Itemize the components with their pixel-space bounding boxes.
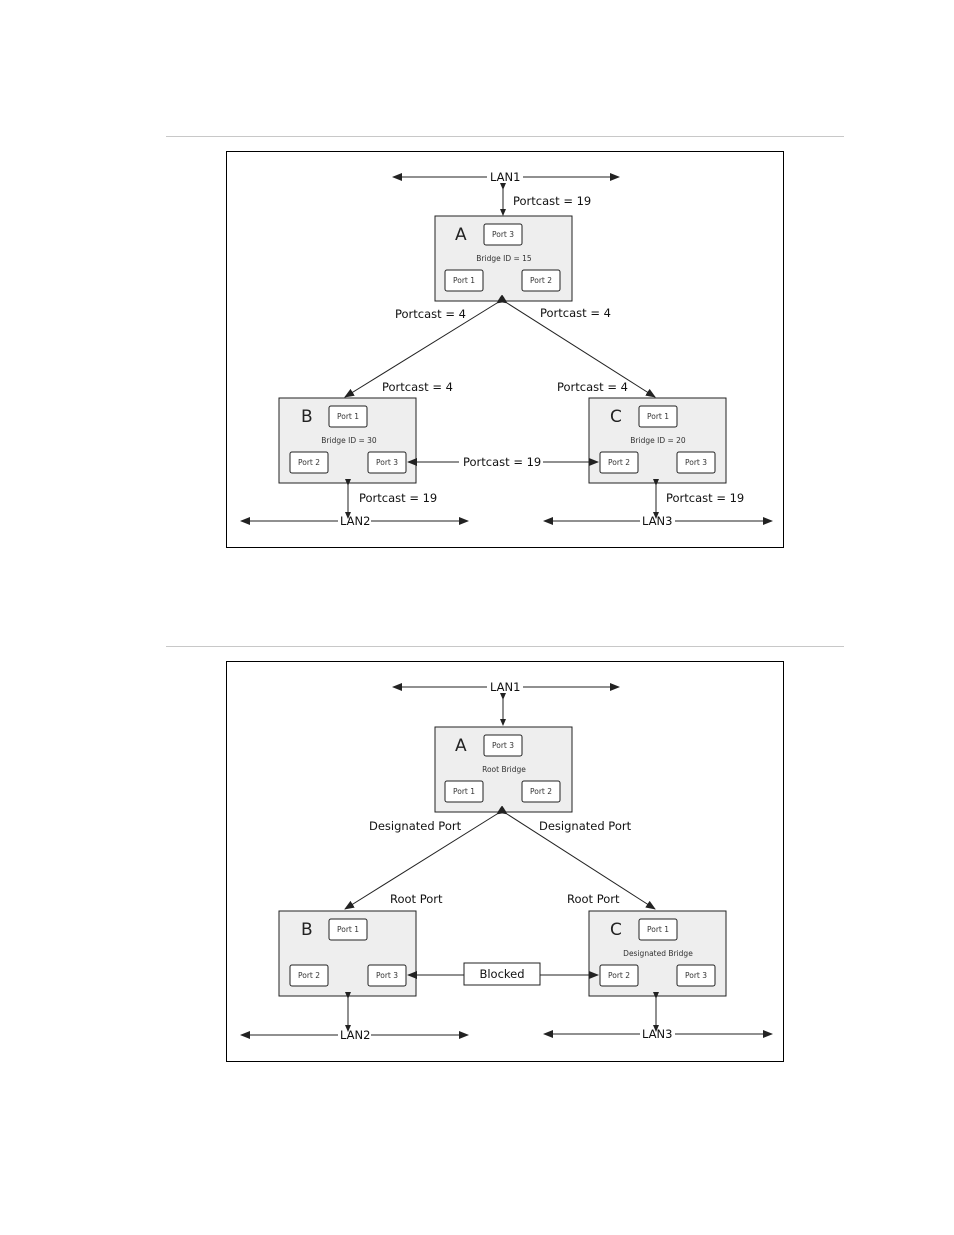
link-a-b [344,805,507,910]
designated-port-left: Designated Port [369,819,462,833]
bridge-b-port-top-label: Port 1 [337,925,359,934]
bridge-b-port-left-label: Port 2 [298,458,320,467]
cost-lan1-a: Portcast = 19 [513,194,591,208]
bridge-b-port-right-label: Port 3 [376,971,398,980]
bridge-c-port-top-label: Port 1 [647,925,669,934]
lan1-label: LAN1 [490,170,520,184]
bridge-b-port-top-label: Port 1 [337,412,359,421]
bridge-b-port-top [328,405,368,428]
lan3-label: LAN3 [642,1027,672,1041]
blocked-label: Blocked [479,967,524,981]
bridge-b-name: B [301,920,313,940]
bridge-b-port-left-label: Port 2 [298,971,320,980]
bridge-a-port-right [521,269,561,292]
bridge-c-port-left [599,451,639,474]
bridge-a-port-left-label: Port 1 [453,787,475,796]
bridge-c-port-top [638,405,678,428]
bridge-b-port-top [328,918,368,941]
cost-c-top: Portcast = 4 [557,380,628,394]
cost-c-lan3: Portcast = 19 [666,491,744,505]
bridge-a-port-top [483,734,523,757]
bridge-c-port-right-label: Port 3 [685,458,707,467]
bridge-c-port-top-label: Port 1 [647,412,669,421]
bridge-c-name: C [610,920,622,940]
bridge-c-port-top [638,918,678,941]
bridge-a-port-top [483,223,523,246]
lan2-label: LAN2 [340,1028,370,1042]
link-a-b [344,294,507,398]
bridge-a-port-left [444,780,484,803]
bridge-c-port-left [599,964,639,987]
lan2-label: LAN2 [340,514,370,528]
bridge-c-info: Bridge ID = 20 [630,436,686,445]
bridge-a-port-top-label: Port 3 [492,230,514,239]
link-a-c [497,294,656,398]
separator-bottom [166,646,844,647]
bridge-a-info: Bridge ID = 15 [476,254,532,263]
bridge-b: B Port 1 Bridge ID = 30 Port 2 Port 3 [278,397,417,484]
bridge-c-port-right-label: Port 3 [685,971,707,980]
bridge-c-port-left-label: Port 2 [608,971,630,980]
bridge-b-name: B [301,407,313,427]
root-port-c: Root Port [567,892,620,906]
bridge-c: C Port 1 Designated Bridge Port 2 Port 3 [588,910,727,997]
bridge-b-port-right-label: Port 3 [376,458,398,467]
bridge-a-port-left-label: Port 1 [453,276,475,285]
lan1-label: LAN1 [490,680,520,694]
cost-a-left: Portcast = 4 [395,307,466,321]
bridge-b-port-left [289,964,329,987]
bridge-c: C Port 1 Bridge ID = 20 Port 2 Port 3 [588,397,727,484]
cost-b-c: Portcast = 19 [463,455,541,469]
cost-b-top: Portcast = 4 [382,380,453,394]
bridge-c-port-right [676,964,716,987]
blocked-box [463,962,541,986]
bridge-b-port-right [367,451,407,474]
bridge-c-port-right [676,451,716,474]
bridge-c-port-left-label: Port 2 [608,458,630,467]
bridge-b-info: Bridge ID = 30 [321,436,377,445]
bridge-a-info: Root Bridge [482,765,526,774]
stp-diagram-roles: LAN1 A Port 3 Root Bridge Port 1 Port 2 … [226,661,784,1062]
bridge-b-port-left [289,451,329,474]
bridge-a-port-left [444,269,484,292]
bridge-a-port-right-label: Port 2 [530,276,552,285]
bridge-a-port-right [521,780,561,803]
cost-a-right: Portcast = 4 [540,306,611,320]
link-a-c [497,805,656,910]
designated-port-right: Designated Port [539,819,632,833]
bridge-b-port-right [367,964,407,987]
bridge-a-name: A [455,736,467,756]
bridge-a-name: A [455,225,467,245]
bridge-a-port-top-label: Port 3 [492,741,514,750]
bridge-b: B Port 1 Port 2 Port 3 [278,910,417,997]
bridge-a: A Port 3 Bridge ID = 15 Port 1 Port 2 [434,215,573,302]
bridge-a: A Port 3 Root Bridge Port 1 Port 2 [434,726,573,813]
lan3-label: LAN3 [642,514,672,528]
separator-top [166,136,844,137]
bridge-c-info: Designated Bridge [623,949,693,958]
stp-diagram-portcost: LAN1 Portcast = 19 A Port 3 Bridge ID = … [226,151,784,548]
root-port-b: Root Port [390,892,443,906]
bridge-a-port-right-label: Port 2 [530,787,552,796]
cost-b-lan2: Portcast = 19 [359,491,437,505]
bridge-c-name: C [610,407,622,427]
